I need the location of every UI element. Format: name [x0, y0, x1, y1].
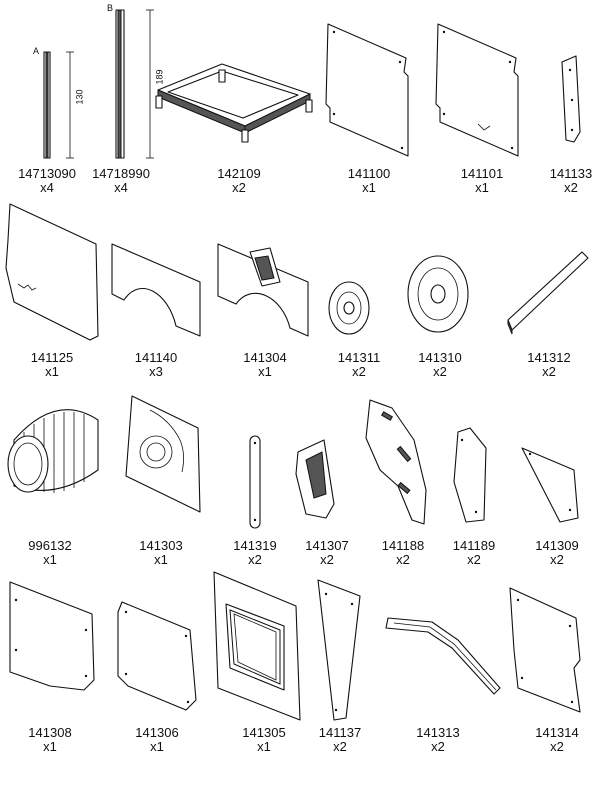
part-quantity: x4 — [40, 180, 54, 195]
part-quantity: x1 — [45, 364, 59, 379]
panel-141189-drawing — [453, 427, 487, 523]
part-quantity: x2 — [431, 739, 445, 754]
panel-141309-drawing — [521, 447, 579, 523]
part-number: 14713090 — [18, 166, 76, 181]
panel-141100-drawing — [325, 23, 409, 157]
panel-141303-drawing — [125, 395, 201, 513]
part-number: 141309 — [535, 538, 579, 553]
part-number: 141305 — [242, 725, 286, 740]
part-quantity: x1 — [475, 180, 489, 195]
frame-142109-drawing — [155, 63, 313, 143]
strip-141312-drawing — [507, 251, 589, 335]
part-quantity: x1 — [43, 739, 57, 754]
part-quantity: x2 — [248, 552, 262, 567]
part-quantity: x1 — [154, 552, 168, 567]
part-number: 141310 — [418, 350, 462, 365]
rail-a-letter: A — [33, 46, 40, 56]
part-number: 141125 — [30, 350, 74, 365]
part-number: 141313 — [416, 725, 460, 740]
panel-141306-drawing — [117, 601, 197, 711]
part-number: 142109 — [217, 166, 261, 181]
strip-141319-drawing — [249, 435, 261, 529]
part-number: 14718990 — [92, 166, 150, 181]
part-number: 141188 — [381, 538, 425, 553]
part-number: 141140 — [134, 350, 178, 365]
part-number: 141303 — [139, 538, 183, 553]
panel-141304-drawing — [217, 243, 309, 337]
part-quantity: x2 — [396, 552, 410, 567]
part-number: 141314 — [535, 725, 579, 740]
rail-a-length-label: 130 — [74, 89, 85, 105]
part-quantity: x1 — [258, 364, 272, 379]
gasket-141307-drawing — [295, 439, 335, 519]
rail-b-letter: B — [107, 3, 114, 13]
panel-141101-drawing — [435, 23, 519, 157]
part-number: 141306 — [135, 725, 179, 740]
part-number: 141100 — [347, 166, 391, 181]
part-number: 141137 — [318, 725, 362, 740]
panel-141133-drawing — [561, 55, 581, 143]
part-quantity: x2 — [333, 739, 347, 754]
rail-b-length-label: 189 — [154, 69, 165, 85]
part-quantity: x2 — [542, 364, 556, 379]
part-quantity: x1 — [150, 739, 164, 754]
part-number: 141189 — [452, 538, 496, 553]
part-number: 141307 — [305, 538, 349, 553]
part-quantity: x2 — [564, 180, 578, 195]
panel-141125-drawing — [5, 203, 99, 341]
strip-141313-drawing — [385, 617, 501, 695]
part-quantity: x1 — [257, 739, 271, 754]
part-number: 141312 — [527, 350, 571, 365]
part-number: 141101 — [460, 166, 504, 181]
part-number: 996132 — [28, 538, 72, 553]
hose-996132-drawing — [7, 409, 99, 493]
part-quantity: x2 — [550, 739, 564, 754]
part-quantity: x2 — [320, 552, 334, 567]
panel-141188-drawing — [365, 399, 427, 525]
part-quantity: x2 — [467, 552, 481, 567]
rail-a-drawing — [43, 51, 74, 159]
panel-141308-drawing — [9, 581, 95, 691]
part-quantity: x3 — [149, 364, 163, 379]
part-number: 141311 — [337, 350, 381, 365]
disc-141310-drawing — [407, 255, 469, 333]
part-quantity: x2 — [433, 364, 447, 379]
part-quantity: x1 — [362, 180, 376, 195]
part-number: 141319 — [233, 538, 277, 553]
part-number: 141304 — [243, 350, 287, 365]
panel-141305-drawing — [213, 571, 301, 721]
part-quantity: x1 — [43, 552, 57, 567]
part-number: 141308 — [28, 725, 72, 740]
panel-141140-drawing — [111, 243, 201, 337]
part-quantity: x4 — [114, 180, 128, 195]
part-quantity: x2 — [232, 180, 246, 195]
panel-141137-drawing — [317, 579, 361, 721]
disc-141311-drawing — [328, 281, 370, 335]
rail-b-drawing — [115, 9, 154, 159]
panel-141314-drawing — [509, 587, 581, 713]
part-quantity: x2 — [352, 364, 366, 379]
part-number: 141133 — [549, 166, 593, 181]
part-quantity: x2 — [550, 552, 564, 567]
